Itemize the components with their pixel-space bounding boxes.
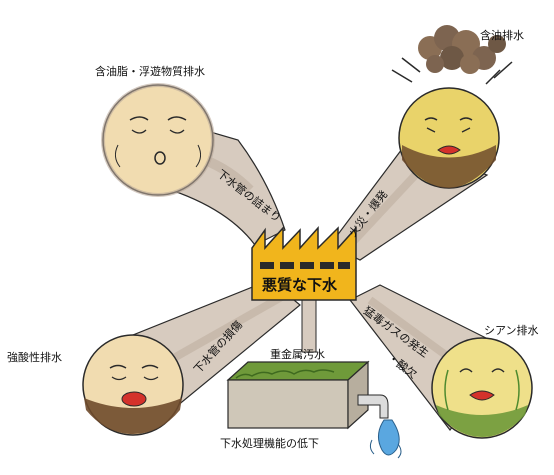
faucet-icon (357, 394, 389, 419)
label-oil-grease: 含油脂・浮遊物質排水 (95, 65, 205, 78)
label-treatment-decline: 下水処理機能の低下 (220, 437, 319, 450)
label-oil-drain: 含油排水 (480, 29, 524, 42)
label-heavy-metal: 重金属汚水 (270, 348, 325, 361)
factory-sign: 悪質な下水 (262, 276, 338, 294)
label-strong-acid: 強酸性排水 (7, 351, 62, 364)
face-icon (431, 337, 533, 439)
label-cyanide: シアン排水 (484, 324, 539, 337)
water-splash-icon (369, 419, 402, 459)
tank-icon (226, 360, 370, 430)
face-icon (398, 87, 500, 189)
face-icon (101, 83, 215, 197)
pipe-vertical (301, 291, 317, 353)
smoke-icon (391, 25, 513, 85)
face-icon (82, 334, 184, 436)
factory-icon (251, 226, 357, 301)
